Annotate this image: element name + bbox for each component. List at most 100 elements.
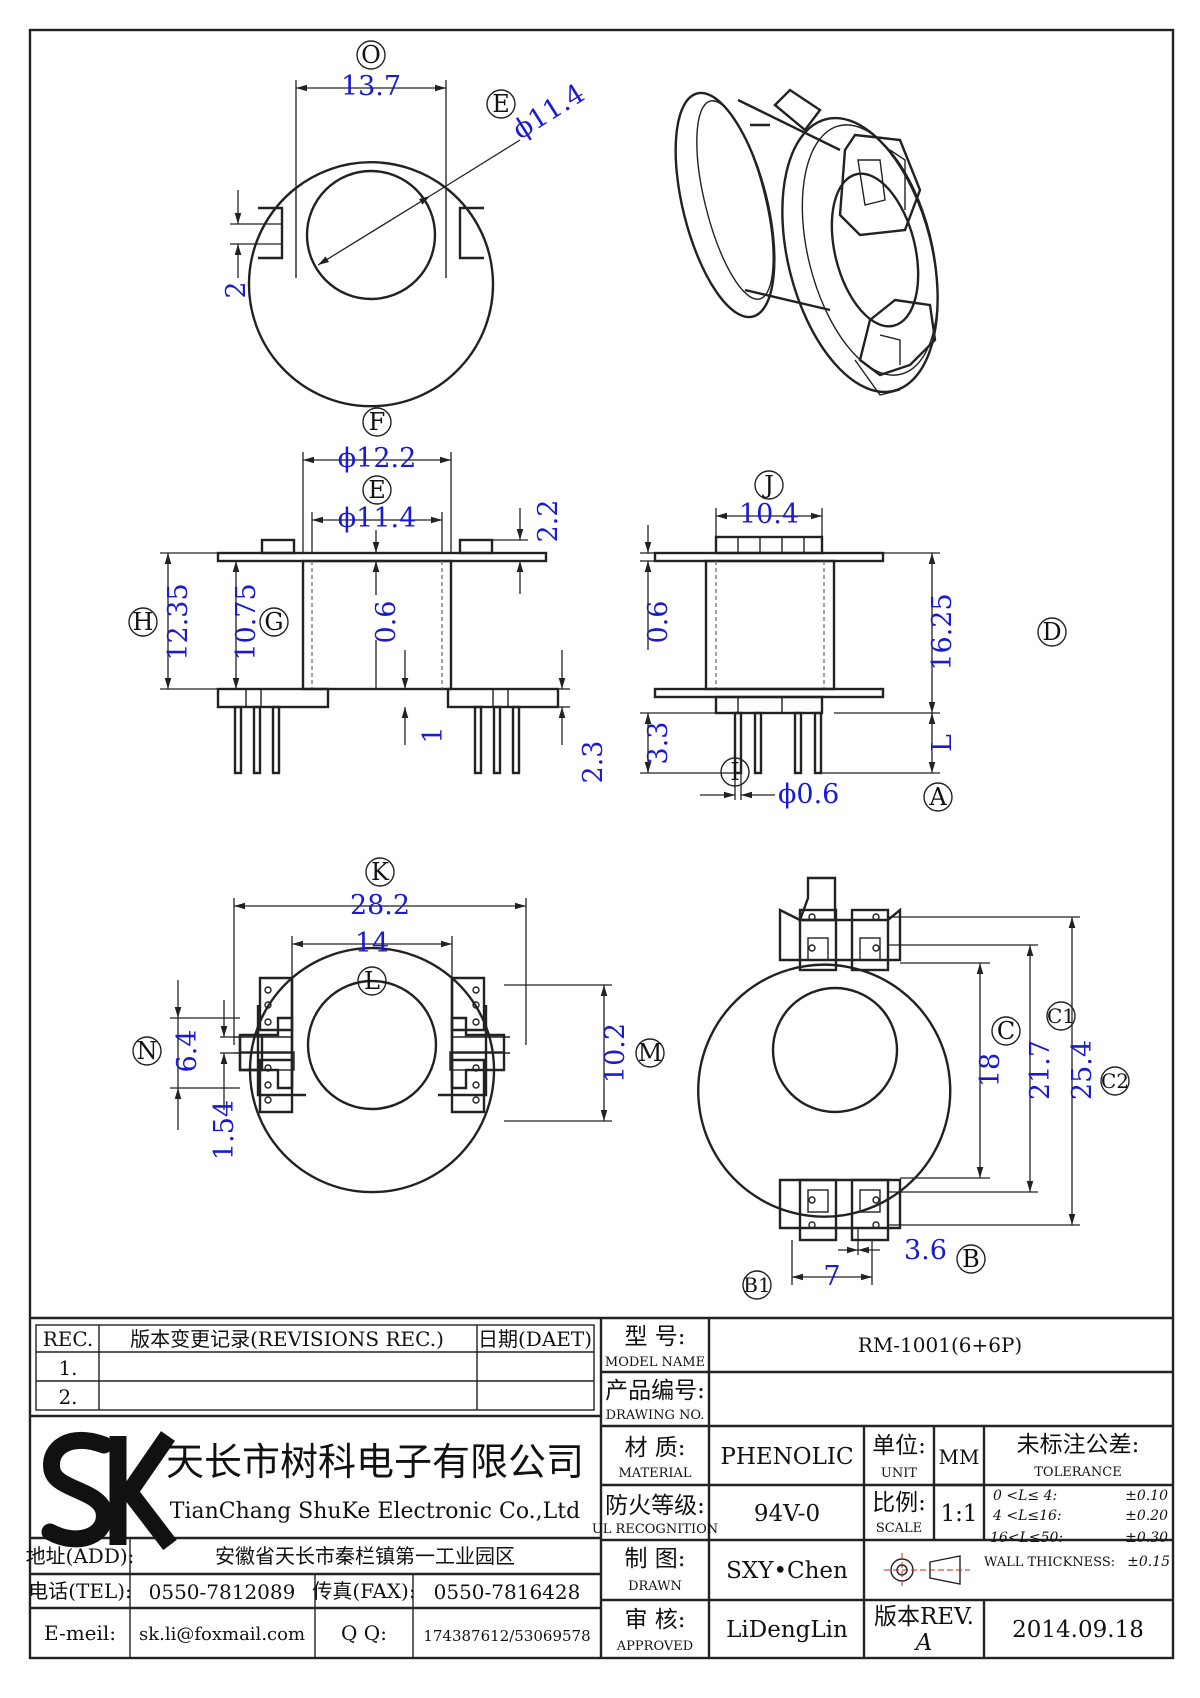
drawno-label-en: DRAWING NO. bbox=[606, 1408, 705, 1423]
tel-label: 电话(TEL): bbox=[28, 1579, 132, 1603]
tol-row-4: WALL THICKNESS: bbox=[984, 1555, 1115, 1570]
bottom-view-rotated bbox=[697, 876, 1080, 1285]
dim-G-value: 10.75 bbox=[231, 583, 262, 660]
dim-2-2-value: 2.2 bbox=[533, 500, 564, 543]
label-C2: C2 bbox=[1101, 1069, 1129, 1093]
title-block bbox=[30, 1316, 1173, 1658]
drawn-label-en: DRAWN bbox=[628, 1579, 682, 1594]
model-value: RM-1001(6+6P) bbox=[858, 1333, 1022, 1357]
fax-value: 0550-7816428 bbox=[434, 1580, 581, 1604]
drawn-label-cn: 制 图: bbox=[624, 1546, 685, 1572]
addr-value: 安徽省天长市秦栏镇第一工业园区 bbox=[215, 1544, 515, 1568]
isometric-view bbox=[674, 88, 939, 396]
fax-label: 传真(FAX): bbox=[312, 1579, 415, 1603]
fire-label-cn: 防火等级: bbox=[605, 1493, 705, 1519]
dim-pin-dia-value: ϕ0.6 bbox=[778, 779, 839, 810]
tol-row-1-value: ±0.10 bbox=[1125, 1488, 1168, 1504]
dim-F-value: ϕ12.2 bbox=[338, 443, 417, 474]
approved-label-en: APPROVED bbox=[616, 1639, 693, 1654]
dim-B1-value: 7 bbox=[823, 1261, 840, 1292]
dim-14-value: 14 bbox=[355, 928, 389, 959]
bottom-view bbox=[170, 898, 612, 1194]
dim-L-value: L bbox=[927, 734, 958, 752]
label-E: E bbox=[492, 90, 510, 118]
rev-row-1: 1. bbox=[58, 1356, 77, 1380]
dim-D-value: 16.25 bbox=[927, 593, 958, 670]
tol-row-2-value: ±0.20 bbox=[1125, 1508, 1168, 1524]
rev-value: A bbox=[914, 1630, 933, 1656]
tol-row-2: 4 <L≤16: bbox=[992, 1508, 1062, 1524]
qq-label: Q Q: bbox=[341, 1621, 387, 1645]
company-name-en: TianChang ShuKe Electronic Co.,Ltd bbox=[170, 1499, 580, 1524]
dim-C1-value: 21.7 bbox=[1025, 1040, 1056, 1100]
dim-B-value: 3.6 bbox=[904, 1235, 947, 1266]
dim-3-3-value: 3.3 bbox=[643, 722, 674, 765]
dim-E2-value: ϕ11.4 bbox=[338, 503, 417, 534]
qq-value: 174387612/53069578 bbox=[423, 1627, 590, 1645]
scale-label-cn: 比例: bbox=[872, 1490, 926, 1516]
approved-label-cn: 审 核: bbox=[624, 1607, 685, 1633]
material-value: PHENOLIC bbox=[720, 1444, 853, 1470]
rev-header: REC. bbox=[43, 1327, 94, 1351]
dim-2-3-value: 2.3 bbox=[578, 741, 609, 784]
sk-logo bbox=[41, 1431, 177, 1551]
top-view bbox=[230, 80, 521, 408]
label-J: J bbox=[761, 471, 774, 499]
label-E2: E bbox=[368, 476, 386, 504]
email-value: sk.li@foxmail.com bbox=[139, 1624, 305, 1645]
label-O: O bbox=[361, 41, 381, 69]
tol-row-4-value: ±0.15 bbox=[1127, 1554, 1170, 1570]
tolerance-label-cn: 未标注公差: bbox=[1017, 1432, 1140, 1458]
company-name-cn: 天长市树科电子有限公司 bbox=[166, 1440, 584, 1484]
rev-desc-header: 版本变更记录(REVISIONS REC.) bbox=[130, 1327, 444, 1351]
tol-row-1: 0 <L≤ 4: bbox=[993, 1488, 1057, 1504]
label-I: I bbox=[730, 758, 739, 786]
unit-label-en: UNIT bbox=[881, 1466, 917, 1481]
label-A: A bbox=[928, 783, 947, 811]
dim-M-value: 10.2 bbox=[600, 1023, 631, 1083]
rev-row-2: 2. bbox=[58, 1385, 77, 1409]
label-B: B bbox=[962, 1245, 980, 1273]
rev-label: 版本REV. bbox=[874, 1604, 974, 1630]
dim-H-value: 12.35 bbox=[163, 583, 194, 660]
projection-symbol-icon bbox=[884, 1553, 970, 1587]
label-C: C bbox=[997, 1017, 1015, 1045]
fire-label-en: UL RECOGNITION bbox=[592, 1522, 718, 1537]
model-label-cn: 型 号: bbox=[624, 1324, 685, 1350]
model-label-en: MODEL NAME bbox=[605, 1355, 705, 1370]
unit-value: MM bbox=[939, 1445, 980, 1469]
date-value: 2014.09.18 bbox=[1012, 1617, 1144, 1643]
tol-row-3-value: ±0.30 bbox=[1125, 1530, 1168, 1546]
dim-J-value: 10.4 bbox=[739, 499, 799, 530]
dim-K-value: 28.2 bbox=[350, 890, 410, 921]
dim-E-dia-value: ϕ11.4 bbox=[507, 78, 590, 146]
dim-1-54-value: 1.54 bbox=[209, 1100, 240, 1160]
label-D: D bbox=[1042, 618, 1061, 646]
dim-N-value: 6.4 bbox=[172, 1030, 203, 1073]
label-B1: B1 bbox=[743, 1273, 770, 1297]
dim-O-value: 13.7 bbox=[341, 71, 401, 102]
dim-C2-value: 25.4 bbox=[1067, 1040, 1098, 1100]
drawn-value: SXY•Chen bbox=[726, 1558, 848, 1584]
scale-value: 1:1 bbox=[940, 1501, 977, 1527]
label-N: N bbox=[137, 1037, 158, 1065]
drawno-label-cn: 产品编号: bbox=[605, 1378, 705, 1404]
addr-label: 地址(ADD): bbox=[26, 1544, 135, 1568]
approved-value: LiDengLin bbox=[726, 1617, 848, 1643]
unit-label-cn: 单位: bbox=[872, 1433, 926, 1459]
rev-date-header: 日期(DAET) bbox=[478, 1327, 592, 1351]
dim-C-value: 18 bbox=[975, 1053, 1006, 1087]
material-label-cn: 材 质: bbox=[624, 1435, 685, 1461]
label-L: L bbox=[364, 967, 380, 995]
label-G: G bbox=[264, 608, 283, 636]
label-K: K bbox=[371, 858, 390, 886]
label-F: F bbox=[369, 408, 386, 436]
front-view bbox=[160, 452, 570, 775]
label-C1: C1 bbox=[1047, 1004, 1075, 1028]
material-label-en: MATERIAL bbox=[618, 1466, 691, 1481]
email-label: E-meil: bbox=[44, 1621, 116, 1645]
label-M: M bbox=[638, 1039, 663, 1067]
dim-1-value: 1 bbox=[418, 726, 449, 743]
side-view bbox=[640, 508, 940, 800]
